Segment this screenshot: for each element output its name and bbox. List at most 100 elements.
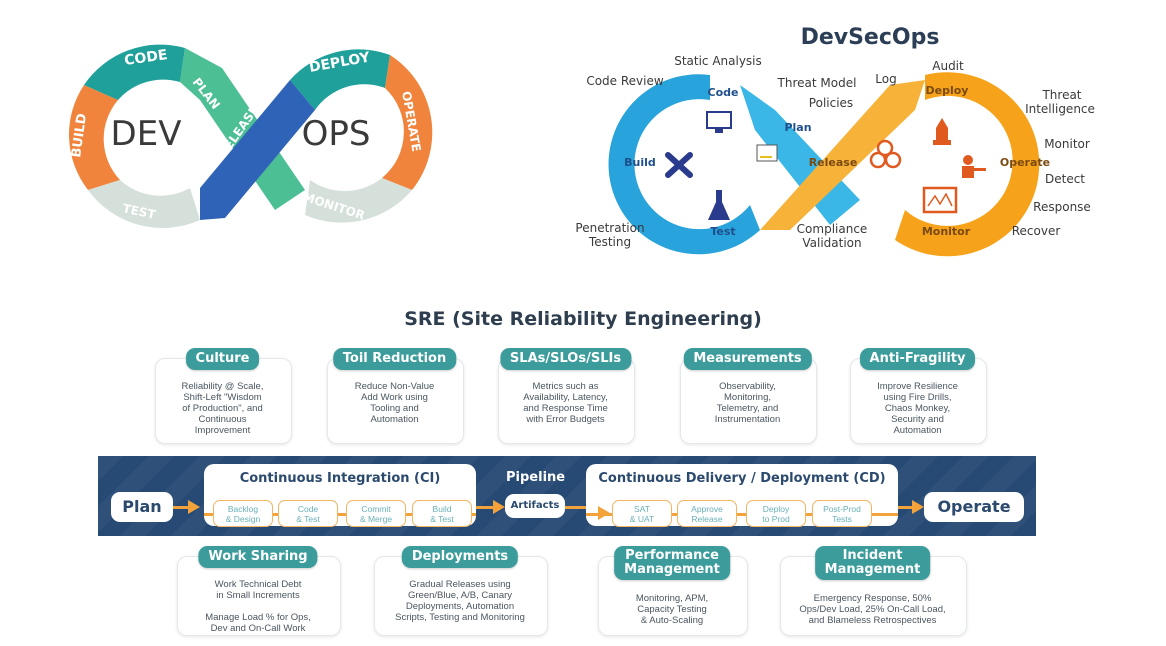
chart-monitor-icon xyxy=(922,186,958,214)
annotation-penetration-2: Testing xyxy=(588,235,631,249)
card-title: Incident Management xyxy=(814,546,931,580)
annotation-monitor: Monitor xyxy=(1044,137,1090,151)
monitor-segment xyxy=(305,178,412,223)
card-body: Monitoring, APM, Capacity Testing & Auto… xyxy=(635,593,709,626)
annotation-detect: Detect xyxy=(1045,172,1085,186)
card-body: Reduce Non-Value Add Work using Tooling … xyxy=(354,381,435,425)
annotation-code-review: Code Review xyxy=(586,74,664,88)
test-label: TEST xyxy=(121,201,157,222)
ci-to-artifacts-link xyxy=(476,506,500,509)
sre-card-toil-reduction xyxy=(327,358,464,444)
rocket-icon xyxy=(933,118,951,145)
release-segment xyxy=(200,80,315,220)
document-icon xyxy=(756,144,778,162)
ops-monitor-label: Monitor xyxy=(922,225,971,238)
card-body: Reliability @ Scale, Shift-Left "Wisdom … xyxy=(181,381,264,436)
card-body: Improve Resilience using Fire Drills, Ch… xyxy=(877,381,958,436)
ops-operate-label: Operate xyxy=(1000,156,1050,169)
card-title: Measurements xyxy=(683,348,812,370)
plan-to-ci-link xyxy=(173,506,193,509)
cd-group: Continuous Delivery / Deployment (CD) SA… xyxy=(586,464,898,527)
plan-segment xyxy=(180,48,305,210)
arrow-head xyxy=(188,500,200,514)
ops-loop-ring xyxy=(895,72,1040,257)
devsecops-title: DevSecOps xyxy=(801,25,940,50)
pipeline-label: Pipeline xyxy=(506,470,566,485)
sre-title: SRE (Site Reliability Engineering) xyxy=(404,308,762,330)
sre-card-slas xyxy=(498,358,635,444)
ci-step-commit-merge: Commit & Merge xyxy=(346,500,406,527)
annotation-penetration-1: Penetration xyxy=(575,221,644,235)
cd-step-post-prod: Post-Prod Tests xyxy=(812,500,872,527)
card-body: Metrics such as Availability, Latency, a… xyxy=(523,381,608,425)
ci-group: Continuous Integration (CI) Backlog & De… xyxy=(204,464,476,527)
card-title: Deployments xyxy=(401,546,519,568)
annotation-static-analysis: Static Analysis xyxy=(674,54,762,68)
dev-plan-label: Plan xyxy=(784,121,811,134)
sre-card-culture xyxy=(155,358,292,444)
card-body: Emergency Response, 50% Ops/Dev Load, 25… xyxy=(799,593,946,626)
test-segment xyxy=(88,180,200,228)
code-segment xyxy=(84,44,185,100)
dev-test-label: Test xyxy=(710,225,735,238)
annotation-threat-intel-1: Threat xyxy=(1041,88,1081,102)
gears-icon xyxy=(869,139,902,169)
arrow-head xyxy=(912,500,924,514)
devops-infinity-diagram: DEV OPS CODE PLAN BUILD TEST RELEASE DEP… xyxy=(69,44,433,228)
ops-label: OPS xyxy=(302,114,371,154)
card-title: SLAs/SLOs/SLIs xyxy=(499,348,632,370)
code-label: CODE xyxy=(123,47,168,69)
sre-card-work-sharing xyxy=(177,556,341,636)
release-arrow xyxy=(760,80,925,230)
annotation-audit: Audit xyxy=(932,59,964,73)
dev-build-label: Build xyxy=(624,156,656,169)
card-title: Culture xyxy=(185,348,260,370)
annotation-response: Response xyxy=(1033,200,1091,214)
flask-icon xyxy=(708,190,730,220)
annotation-log: Log xyxy=(875,72,896,86)
arrow-head xyxy=(493,500,505,514)
ci-connector xyxy=(204,513,476,516)
ci-step-build-test: Build & Test xyxy=(412,500,472,527)
dev-code-label: Code xyxy=(708,86,739,99)
annotation-recover: Recover xyxy=(1012,224,1061,238)
plan-node: Plan xyxy=(111,492,173,522)
ci-title: Continuous Integration (CI) xyxy=(239,471,441,486)
ops-release-label: Release xyxy=(809,156,858,169)
wrench-tools-icon xyxy=(665,152,693,178)
annotation-compliance-1: Compliance xyxy=(797,222,868,236)
devsecops-diagram: DevSecOps Code Build Test Plan Release D… xyxy=(575,25,1095,257)
ci-step-code-test: Code & Test xyxy=(278,500,338,527)
arrow-head xyxy=(598,506,610,520)
annotation-threat-model: Threat Model xyxy=(777,76,857,90)
deploy-segment xyxy=(290,49,390,110)
card-title: Toil Reduction xyxy=(332,348,457,370)
annotation-policies: Policies xyxy=(809,96,853,110)
annotation-threat-intel-2: Intelligence xyxy=(1025,102,1095,116)
build-label: BUILD xyxy=(69,112,90,158)
artifacts-to-cd-link xyxy=(565,506,587,509)
card-body: Observability, Monitoring, Telemetry, an… xyxy=(714,381,781,425)
cd-connector xyxy=(586,513,898,516)
ops-deploy-label: Deploy xyxy=(926,84,969,97)
monitor-code-icon xyxy=(706,111,732,133)
dev-loop-ring xyxy=(608,74,760,255)
cd-step-deploy-prod: Deploy to Prod xyxy=(746,500,806,527)
card-body: Gradual Releases using Green/Blue, A/B, … xyxy=(395,579,525,623)
annotation-compliance-2: Validation xyxy=(802,236,861,250)
card-title: Anti-Fragility xyxy=(859,348,976,370)
operate-node: Operate xyxy=(924,492,1024,522)
pipeline-band: Plan Continuous Integration (CI) Backlog… xyxy=(98,456,1036,536)
operate-segment xyxy=(382,55,433,190)
artifacts-node: Artifacts xyxy=(505,494,565,518)
cd-title: Continuous Delivery / Deployment (CD) xyxy=(598,471,886,486)
cd-to-operate-link xyxy=(898,506,918,509)
card-title: Performance Management xyxy=(614,546,730,580)
dev-label: DEV xyxy=(111,114,182,154)
ci-step-backlog: Backlog & Design xyxy=(213,500,273,527)
cd-step-approve-release: Approve Release xyxy=(677,500,737,527)
build-segment xyxy=(69,85,120,190)
cd-step-sat-uat: SAT & UAT xyxy=(612,500,672,527)
card-title: Work Sharing xyxy=(198,546,318,568)
card-body: Work Technical Debt in Small Increments … xyxy=(205,579,311,634)
